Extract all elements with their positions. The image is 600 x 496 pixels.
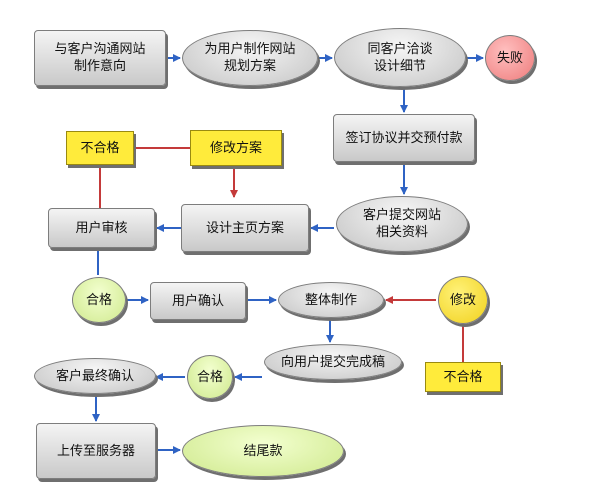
node-whole-production: 整体制作 xyxy=(278,282,384,318)
node-fail-top: 不合格 xyxy=(66,131,134,165)
node-plan-proposal: 为用户制作网站 规划方案 xyxy=(182,30,318,86)
node-negotiate-details: 同客户洽谈 设计细节 xyxy=(334,28,466,87)
node-design-homepage: 设计主页方案 xyxy=(181,204,309,252)
node-submit-materials: 客户提交网站 相关资料 xyxy=(336,196,468,252)
node-fail-mid: 不合格 xyxy=(425,362,501,392)
node-user-confirm: 用户确认 xyxy=(150,282,246,320)
node-final-payment: 结尾款 xyxy=(182,425,344,477)
node-sign-agreement: 签订协议并交预付款 xyxy=(333,114,475,162)
node-pass-2: 合格 xyxy=(187,355,233,399)
node-modify: 修改 xyxy=(438,276,488,324)
node-pass-1: 合格 xyxy=(72,277,126,323)
node-submit-final-draft: 向用户提交完成稿 xyxy=(264,344,402,380)
node-communicate-intent: 与客户沟通网站 制作意向 xyxy=(34,30,166,86)
node-customer-final-confirm: 客户最终确认 xyxy=(34,358,156,394)
node-upload-server: 上传至服务器 xyxy=(36,423,156,479)
node-fail: 失败 xyxy=(485,35,535,81)
node-user-review: 用户审核 xyxy=(48,208,155,248)
node-modify-plan: 修改方案 xyxy=(190,130,282,166)
